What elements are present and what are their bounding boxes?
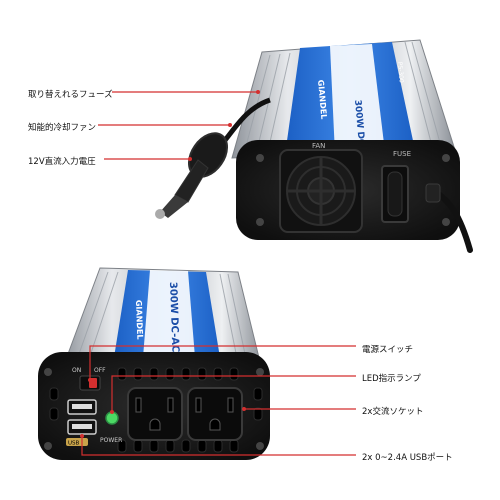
callout-power-switch: 電源スイッチ: [362, 345, 414, 355]
leader-led: [111, 375, 356, 412]
callout-lines: [80, 90, 356, 456]
usb-label: USB: [68, 441, 80, 447]
bottom-brand: GIANDEL: [134, 300, 144, 340]
usb-ports: USB: [66, 399, 97, 447]
cooling-fan: FAN: [279, 142, 363, 233]
ac-socket-left: [127, 387, 183, 441]
callout-fuse: 取り替えれるフューズ: [28, 90, 113, 100]
callout-ac-sockets: 2x交流ソケット: [362, 407, 424, 417]
callout-led-indicator: LED指示ランプ: [362, 374, 421, 384]
fan-label: FAN: [312, 142, 325, 150]
switch-off-label: OFF: [94, 367, 106, 374]
leader-usb: [81, 436, 356, 456]
callout-cooling-fan: 知能的冷却ファン: [28, 123, 97, 133]
leader-switch: [89, 345, 356, 380]
callout-12v-input: 12V直流入力電圧: [28, 157, 96, 167]
power-label: POWER: [100, 437, 122, 444]
top-model: PS-300: [396, 62, 405, 84]
ac-socket-right: [187, 387, 243, 441]
top-brand: GIANDEL: [316, 79, 328, 119]
switch-on-label: ON: [72, 367, 81, 374]
power-switch: ON OFF: [72, 367, 106, 391]
cigarette-plug: [155, 97, 271, 219]
fuse-label: FUSE: [393, 150, 411, 158]
callout-usb-ports: 2x 0~2.4A USBポート: [362, 453, 453, 463]
fuse-holder: FUSE: [381, 150, 411, 223]
lower-inverter: 300W DC-AC インバーター GIANDEL: [38, 267, 270, 460]
upper-inverter: 300W DC-AC インバーター GIANDEL PS-300 FAN FUS…: [231, 39, 473, 253]
